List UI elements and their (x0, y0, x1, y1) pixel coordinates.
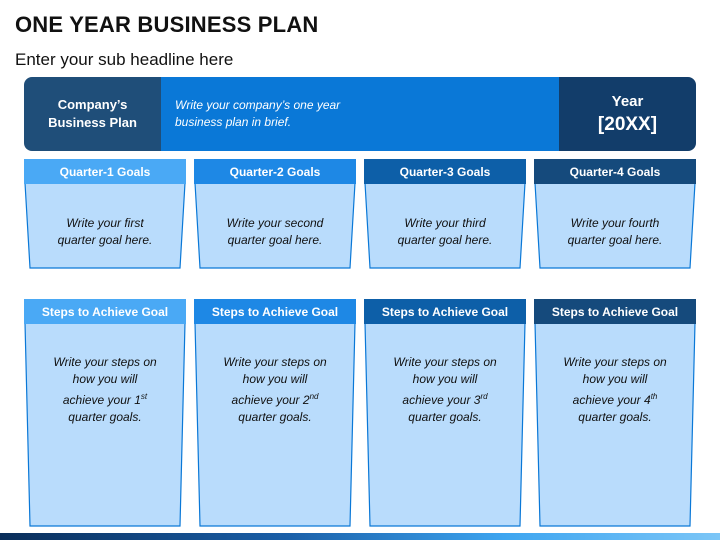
steps-line1: Write your steps on (563, 355, 667, 369)
steps-heading: Steps to Achieve Goal (41, 304, 169, 319)
card-shape (194, 159, 356, 269)
page-subtitle: Enter your sub headline here (15, 50, 234, 69)
steps-text: Write your steps on how you will achieve… (372, 354, 518, 426)
steps-line4: quarter goals. (408, 410, 482, 424)
steps-heading: Steps to Achieve Goal (211, 304, 339, 319)
steps-card: Steps to Achieve Goal Write your steps o… (364, 299, 526, 527)
plan-description: Write your company’s one year business p… (161, 77, 559, 151)
quarter-goal-line2: quarter goal here. (567, 233, 663, 247)
steps-line4: quarter goals. (68, 410, 142, 424)
quarter-goal-card: Quarter-3 Goals Write your third quarter… (364, 159, 526, 269)
quarter-goal-text: Write your fourth quarter goal here. (542, 215, 688, 249)
steps-line2: how you will (72, 372, 138, 386)
ordinal-suffix: rd (480, 392, 488, 401)
steps-line1: Write your steps on (53, 355, 157, 369)
steps-line3: achieve your 1st (32, 388, 178, 409)
company-label: Company’s Business Plan (24, 77, 161, 151)
ordinal-suffix: th (650, 392, 658, 401)
quarter-goal-text: Write your first quarter goal here. (32, 215, 178, 249)
ordinal-suffix: nd (309, 392, 319, 401)
quarter-goal-card: Quarter-1 Goals Write your first quarter… (24, 159, 186, 269)
ordinal-suffix: st (140, 392, 148, 401)
year-box: Year [20XX] (559, 77, 696, 151)
steps-line1: Write your steps on (223, 355, 327, 369)
footer-gradient-bar (0, 533, 720, 540)
steps-line3-text: achieve your 2 (231, 393, 310, 407)
card-shape (534, 159, 696, 269)
steps-text: Write your steps on how you will achieve… (202, 354, 348, 426)
quarter-goal-card: Quarter-4 Goals Write your fourth quarte… (534, 159, 696, 269)
plan-banner: Company’s Business Plan Write your compa… (24, 77, 696, 151)
quarter-goal-line1: Write your second (226, 216, 324, 230)
steps-line3-text: achieve your 1 (62, 393, 141, 407)
quarter-goal-line1: Write your third (404, 216, 486, 230)
card-shape (24, 159, 186, 269)
steps-line4: quarter goals. (238, 410, 312, 424)
page-title: ONE YEAR BUSINESS PLAN (15, 12, 319, 37)
card-shape (194, 299, 356, 527)
card-shape (24, 299, 186, 527)
year-label: Year (611, 92, 644, 110)
steps-card: Steps to Achieve Goal Write your steps o… (534, 299, 696, 527)
quarter-goal-text: Write your second quarter goal here. (202, 215, 348, 249)
steps-text: Write your steps on how you will achieve… (542, 354, 688, 426)
steps-heading: Steps to Achieve Goal (551, 304, 679, 319)
card-shape (534, 299, 696, 527)
quarter-goal-line2: quarter goal here. (227, 233, 323, 247)
steps-line4: quarter goals. (578, 410, 652, 424)
quarter-goal-heading: Quarter-4 Goals (569, 164, 661, 179)
steps-card: Steps to Achieve Goal Write your steps o… (194, 299, 356, 527)
steps-line2: how you will (582, 372, 648, 386)
quarter-goal-heading: Quarter-2 Goals (229, 164, 321, 179)
quarter-goal-text: Write your third quarter goal here. (372, 215, 518, 249)
steps-heading: Steps to Achieve Goal (381, 304, 509, 319)
steps-card: Steps to Achieve Goal Write your steps o… (24, 299, 186, 527)
steps-line2: how you will (412, 372, 478, 386)
steps-line3: achieve your 3rd (372, 388, 518, 409)
quarter-goal-line1: Write your fourth (570, 216, 660, 230)
quarter-goal-card: Quarter-2 Goals Write your second quarte… (194, 159, 356, 269)
steps-text: Write your steps on how you will achieve… (32, 354, 178, 426)
steps-line3-text: achieve your 3 (402, 393, 481, 407)
steps-line1: Write your steps on (393, 355, 497, 369)
card-shape (364, 299, 526, 527)
steps-line3: achieve your 4th (542, 388, 688, 409)
company-label-line2: Business Plan (48, 115, 137, 130)
plan-description-line1: Write your company’s one year (175, 98, 341, 112)
quarter-goal-line2: quarter goal here. (397, 233, 493, 247)
steps-line3-text: achieve your 4 (572, 393, 651, 407)
year-value: [20XX] (597, 113, 658, 135)
quarter-goal-heading: Quarter-1 Goals (59, 164, 151, 179)
plan-description-line2: business plan in brief. (175, 115, 292, 129)
quarter-goal-heading: Quarter-3 Goals (399, 164, 491, 179)
card-shape (364, 159, 526, 269)
steps-line2: how you will (242, 372, 308, 386)
quarter-goal-line1: Write your first (66, 216, 144, 230)
steps-line3: achieve your 2nd (202, 388, 348, 409)
quarter-goal-line2: quarter goal here. (57, 233, 153, 247)
company-label-line1: Company’s (57, 97, 128, 112)
